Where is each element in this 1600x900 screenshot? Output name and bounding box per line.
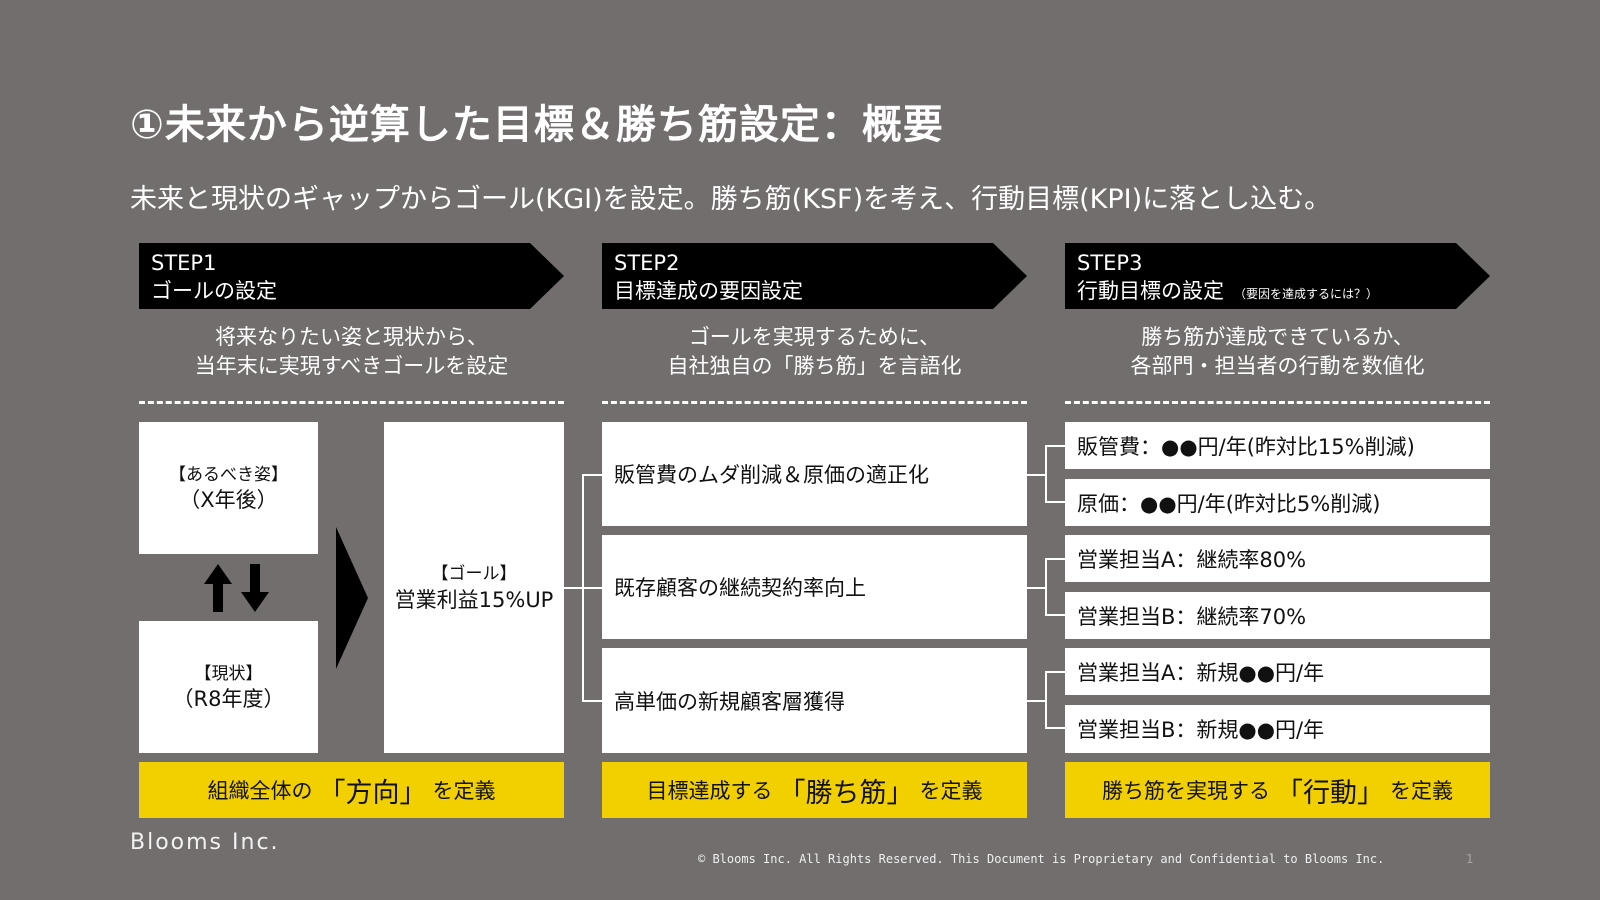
connector-line: [582, 587, 602, 589]
ideal-state-sub: （X年後）: [179, 488, 278, 512]
step3-name-row: 行動目標の設定 （要因を達成するには？）: [1077, 279, 1378, 306]
bar-keyword: 「方向」: [318, 777, 427, 809]
connector-line: [1045, 558, 1047, 615]
connector-line: [1045, 445, 1065, 447]
connector-line: [1027, 700, 1045, 702]
step1-name: ゴールの設定: [151, 279, 277, 303]
connector-line: [1045, 501, 1065, 503]
step3-desc-line1: 勝ち筋が達成できているか、: [1141, 325, 1414, 349]
current-state-label: 【現状】: [194, 664, 263, 684]
copyright-notice: © Blooms Inc. All Rights Reserved. This …: [698, 852, 1385, 866]
bar-pre: 目標達成する: [646, 779, 773, 803]
kpi-item: 営業担当B：継続率70%: [1065, 592, 1490, 639]
connector-line: [1045, 671, 1065, 673]
definition-bar-step3: 勝ち筋を実現する「行動」を定義: [1065, 762, 1490, 818]
kpi-item: 営業担当A：継続率80%: [1065, 535, 1490, 582]
step2-label: STEP2: [614, 251, 680, 275]
ideal-state-label: 【あるべき姿】: [169, 465, 288, 485]
step1-header: STEP1 ゴールの設定: [139, 243, 564, 309]
connector-line: [1045, 671, 1047, 728]
ksf-item: 既存顧客の継続契約率向上: [602, 535, 1027, 639]
connector-line: [1045, 558, 1065, 560]
connector-line: [1045, 614, 1065, 616]
step3-desc-line2: 各部門・担当者の行動を数値化: [1130, 354, 1425, 378]
step3-description: 勝ち筋が達成できているか、 各部門・担当者の行動を数値化: [1065, 323, 1490, 381]
step2-desc-line2: 自社独自の「勝ち筋」を言語化: [667, 354, 962, 378]
step2-description: ゴールを実現するために、 自社独自の「勝ち筋」を言語化: [602, 323, 1027, 381]
dashed-divider: [139, 401, 564, 404]
definition-bar-step2: 目標達成する「勝ち筋」を定義: [602, 762, 1027, 818]
company-logo: Blooms Inc.: [130, 830, 280, 855]
dashed-divider: [602, 401, 1027, 404]
connector-line: [582, 700, 602, 702]
kpi-item: 営業担当B：新規●●円/年: [1065, 705, 1490, 753]
goal-box: 【ゴール】 営業利益15%UP: [384, 422, 564, 753]
kpi-item: 販管費：●●円/年(昨対比15%削減): [1065, 422, 1490, 469]
step2-name: 目標達成の要因設定: [614, 279, 803, 303]
connector-line: [564, 587, 582, 589]
kpi-item: 営業担当A：新規●●円/年: [1065, 648, 1490, 695]
current-state-box: 【現状】 （R8年度）: [139, 621, 318, 753]
kpi-item: 原価：●●円/年(昨対比5%削減): [1065, 479, 1490, 526]
step1-label: STEP1: [151, 251, 217, 275]
step3-name: 行動目標の設定: [1077, 279, 1224, 303]
up-down-arrows: [204, 564, 269, 612]
step3-label: STEP3: [1077, 251, 1143, 275]
goal-label: 【ゴール】: [431, 563, 517, 584]
step3-header: STEP3 行動目標の設定 （要因を達成するには？）: [1065, 243, 1490, 309]
definition-bar-step1: 組織全体の「方向」を定義: [139, 762, 564, 818]
connector-line: [1045, 445, 1047, 502]
bar-post: を定義: [432, 779, 496, 803]
right-chevron-arrow-icon: [336, 527, 368, 669]
step1-description: 将来なりたい姿と現状から、 当年末に実現すべきゴールを設定: [139, 323, 564, 381]
step3-note: （要因を達成するには？）: [1234, 287, 1379, 301]
ksf-item: 販管費のムダ削減＆原価の適正化: [602, 422, 1027, 526]
down-arrow-icon: [241, 564, 269, 612]
bar-pre: 組織全体の: [207, 779, 313, 803]
bar-post: を定義: [1390, 779, 1453, 803]
connector-line: [1045, 727, 1065, 729]
dashed-divider: [1065, 401, 1490, 404]
bar-post: を定義: [919, 779, 983, 803]
ideal-state-box: 【あるべき姿】 （X年後）: [139, 422, 318, 554]
step2-desc-line1: ゴールを実現するために、: [688, 325, 941, 349]
connector-line: [582, 474, 602, 476]
step1-desc-line2: 当年末に実現すべきゴールを設定: [194, 354, 509, 378]
page-number: 1: [1466, 852, 1474, 866]
page-title: ①未来から逆算した目標＆勝ち筋設定：概要: [130, 102, 944, 148]
goal-value: 営業利益15%UP: [394, 587, 554, 612]
bar-keyword: 「勝ち筋」: [778, 777, 914, 809]
current-state-sub: （R8年度）: [172, 687, 285, 711]
step1-desc-line1: 将来なりたい姿と現状から、: [215, 325, 488, 349]
step2-header: STEP2 目標達成の要因設定: [602, 243, 1027, 309]
up-arrow-icon: [204, 564, 232, 612]
connector-line: [1027, 474, 1045, 476]
bar-pre: 勝ち筋を実現する: [1102, 779, 1270, 803]
bar-keyword: 「行動」: [1276, 777, 1384, 809]
ksf-item: 高単価の新規顧客層獲得: [602, 648, 1027, 753]
page-subtitle: 未来と現状のギャップからゴール(KGI)を設定。勝ち筋(KSF)を考え、行動目標…: [130, 184, 1332, 215]
connector-line: [1027, 587, 1045, 589]
